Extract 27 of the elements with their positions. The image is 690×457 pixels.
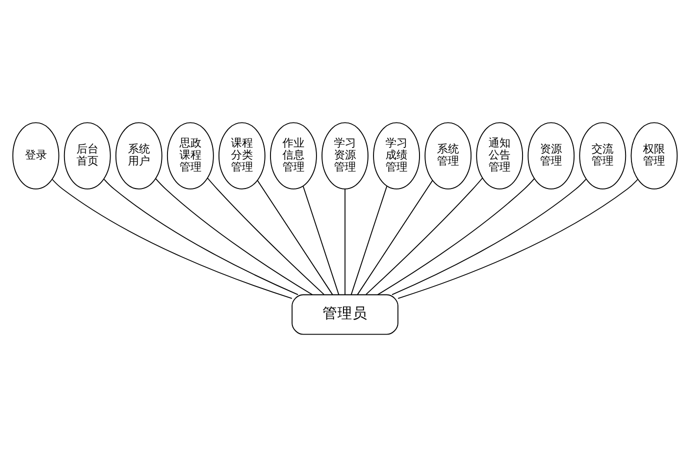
connector [344, 188, 346, 296]
node-ellipse: 学习成绩管理 [373, 122, 420, 190]
connector [392, 178, 586, 296]
connector [155, 178, 313, 296]
connector [207, 178, 324, 295]
node-ellipse: 思政课程管理 [166, 122, 214, 190]
node-ellipse: 资源管理 [528, 122, 575, 190]
node-ellipse: 作业信息管理 [270, 122, 317, 190]
connector [377, 178, 535, 296]
node-ellipse: 课程分类管理 [218, 122, 266, 190]
connector [256, 180, 334, 296]
node-ellipse: 交流管理 [579, 122, 626, 190]
node-ellipse: 权限管理 [630, 122, 678, 190]
connector [302, 186, 340, 296]
connector [350, 186, 388, 296]
connector [356, 180, 434, 296]
connector [52, 179, 292, 299]
node-ellipse: 系统用户 [115, 122, 162, 190]
node-ellipse: 登录 [12, 122, 60, 190]
connector [104, 178, 298, 296]
node-ellipse: 学习资源管理 [322, 122, 368, 190]
node-box: 管理员 [292, 294, 398, 335]
node-ellipse: 后台首页 [64, 122, 111, 190]
connector [398, 179, 638, 299]
connector [366, 178, 483, 295]
node-ellipse: 系统管理 [424, 122, 472, 190]
node-ellipse: 通知公告管理 [476, 122, 524, 190]
